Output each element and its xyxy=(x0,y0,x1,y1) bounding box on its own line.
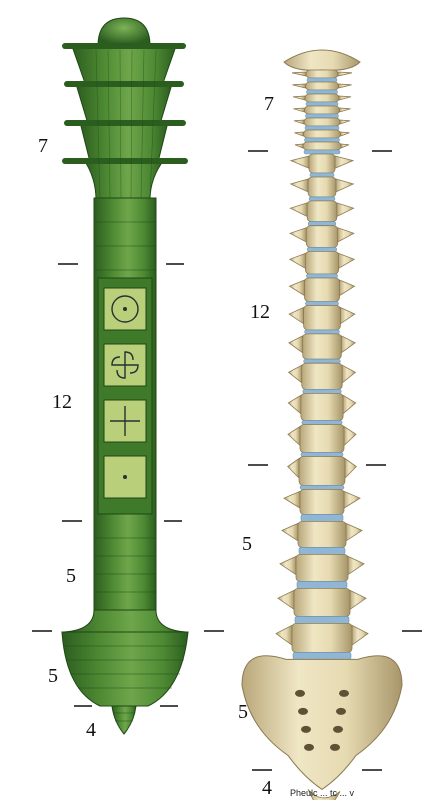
cervical-vertebra xyxy=(293,117,351,131)
right-lumbar-count: 5 xyxy=(242,533,252,555)
right-cervical-count: 7 xyxy=(264,93,274,115)
lumbar-vertebra xyxy=(279,554,365,589)
sacral-foramen xyxy=(304,743,314,751)
thoracic-vertebra xyxy=(288,250,356,279)
thoracic-vertebra xyxy=(287,456,357,490)
thoracic-vertebra xyxy=(287,392,357,425)
right-sacral-count: 5 xyxy=(238,701,248,723)
lumbar-vertebra xyxy=(275,623,369,660)
cervical-vertebra xyxy=(293,105,351,119)
column-capital xyxy=(62,43,188,201)
coccyx xyxy=(307,789,341,800)
thoracic-vertebra xyxy=(288,277,356,306)
lumbar-vertebra xyxy=(281,521,363,555)
thoracic-vertebra xyxy=(289,153,355,178)
thoracic-vertebra xyxy=(289,225,355,252)
thoracic-vertebra xyxy=(288,305,356,335)
cervical-vertebra xyxy=(294,129,350,143)
green-column xyxy=(61,17,189,735)
column-lower-flare xyxy=(63,609,187,633)
cervical-vertebra xyxy=(292,81,352,95)
left-thoracic-count: 12 xyxy=(52,391,72,413)
thoracic-vertebra xyxy=(287,424,357,457)
circle-dot-icon xyxy=(111,295,139,323)
sacral-foramen xyxy=(339,689,349,697)
sacral-foramen xyxy=(336,707,346,715)
lumbar-vertebra xyxy=(283,488,361,522)
right-coccygeal-count: 4 xyxy=(262,777,272,799)
atlas-vertebra xyxy=(283,49,361,71)
left-coccygeal-count: 4 xyxy=(86,719,96,741)
sacral-foramen xyxy=(333,725,343,733)
right-thoracic-count: 12 xyxy=(250,301,270,323)
dot-icon xyxy=(123,475,127,479)
swirl-cross-icon xyxy=(111,351,139,379)
sacral-foramen xyxy=(330,743,340,751)
sacral-foramen xyxy=(298,707,308,715)
column-top-knob xyxy=(97,17,151,47)
column-tip xyxy=(111,705,137,735)
thoracic-vertebra xyxy=(289,176,355,202)
sacral-foramen xyxy=(301,725,311,733)
cervical-vertebra xyxy=(294,141,350,155)
sacral-foramen xyxy=(295,689,305,697)
image-caption: Pheulc ... tc ... v xyxy=(290,788,355,798)
symbol-panel xyxy=(97,277,153,515)
cervical-vertebra xyxy=(291,69,353,83)
left-cervical-count: 7 xyxy=(38,135,48,157)
anatomical-spine xyxy=(241,49,403,800)
lumbar-vertebra xyxy=(277,588,367,624)
right-region-ticks xyxy=(248,150,422,771)
left-region-ticks xyxy=(32,263,224,707)
thoracic-vertebra xyxy=(287,362,357,394)
column-base-bowl xyxy=(61,631,189,707)
left-sacral-count: 5 xyxy=(48,665,58,687)
thoracic-vertebra xyxy=(289,200,355,226)
left-lumbar-count: 5 xyxy=(66,565,76,587)
cervical-vertebra xyxy=(292,93,352,107)
plus-icon xyxy=(110,406,140,436)
thoracic-vertebra xyxy=(288,333,356,364)
sacrum xyxy=(241,655,403,791)
